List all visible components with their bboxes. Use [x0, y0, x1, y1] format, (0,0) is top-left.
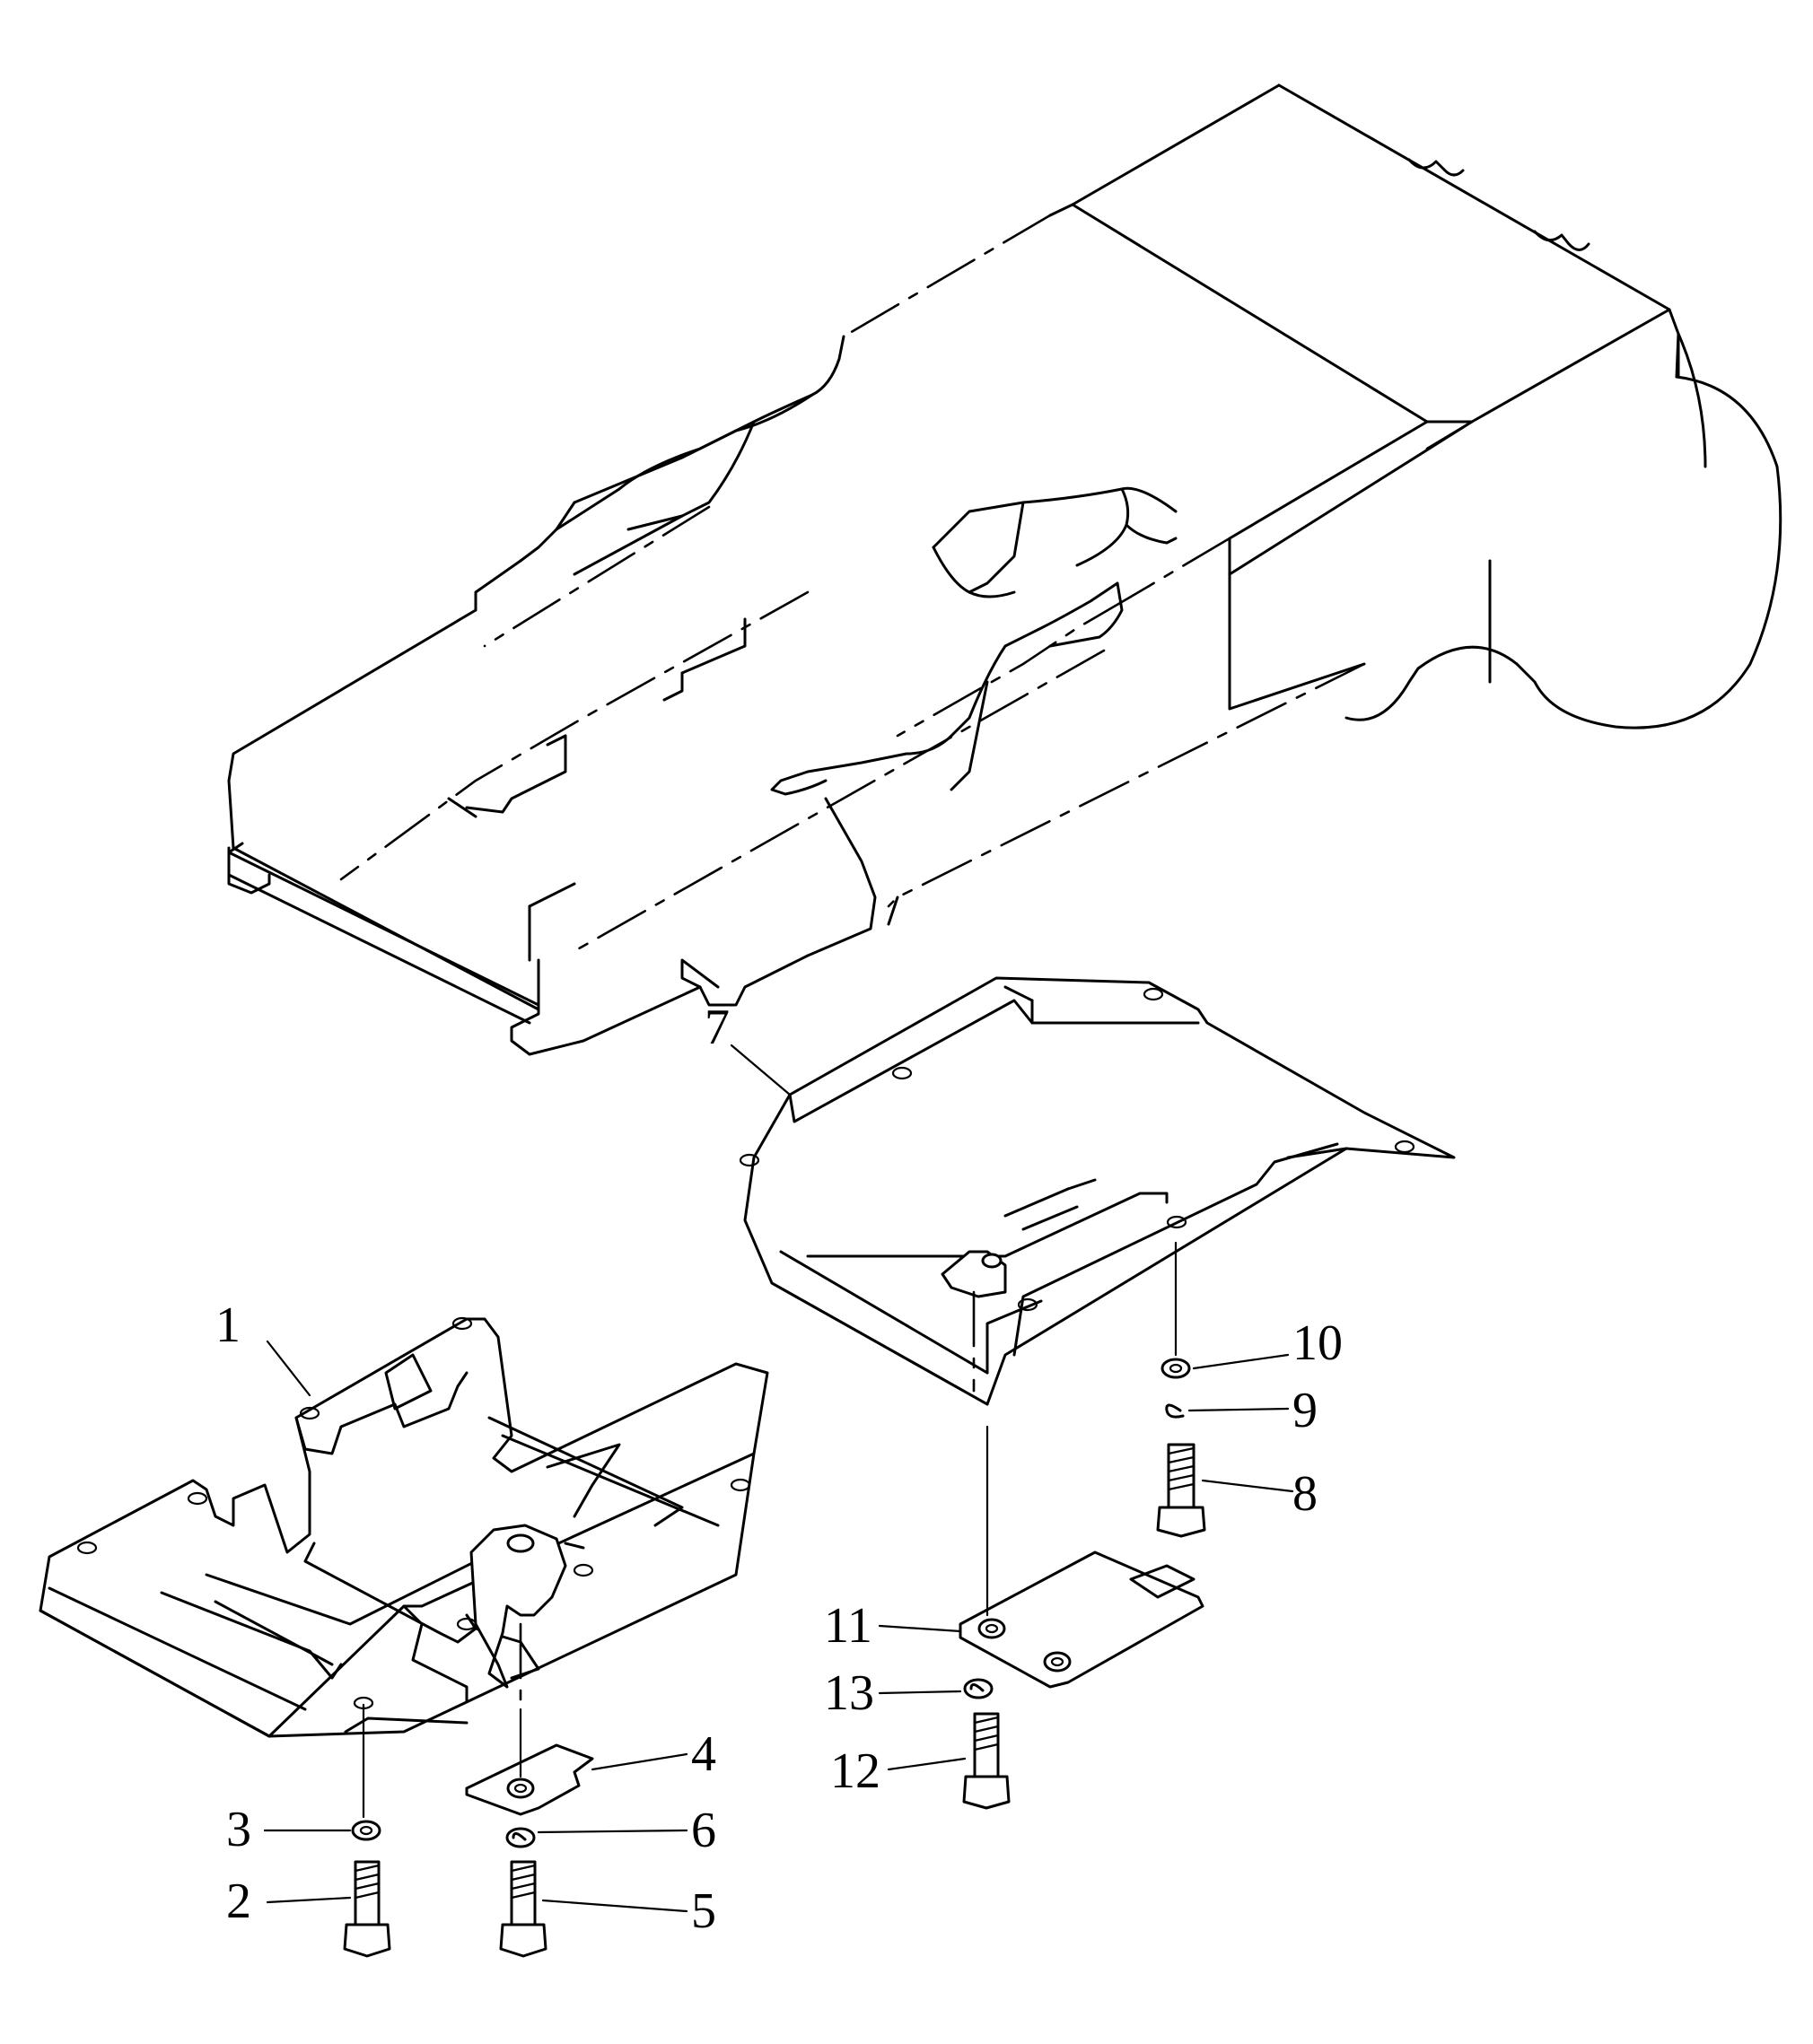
callout-4: 4 [691, 1726, 716, 1782]
bolt-5 [499, 1860, 547, 1958]
callout-6: 6 [691, 1803, 716, 1858]
callout-10: 10 [1292, 1315, 1343, 1371]
callout-9: 9 [1292, 1383, 1318, 1438]
bolt-2 [343, 1860, 391, 1958]
guard-7 [739, 976, 1456, 1406]
cover-plate-right [959, 1550, 1204, 1689]
callout-1: 1 [215, 1297, 241, 1353]
callout-8: 8 [1292, 1466, 1318, 1522]
callout-5: 5 [691, 1883, 716, 1939]
hardware [343, 1358, 1206, 1958]
callout-13: 13 [824, 1665, 874, 1721]
machine-frame [227, 83, 1782, 1056]
callout-7: 7 [705, 1000, 730, 1055]
assembly-lines [362, 1241, 1178, 1819]
bolt-8 [1156, 1443, 1206, 1538]
cover-plate-left [465, 1743, 594, 1816]
guard-1 [39, 1316, 769, 1738]
callout-3: 3 [226, 1802, 251, 1857]
callout-11: 11 [824, 1598, 872, 1654]
leader-lines [263, 1044, 1294, 1913]
callout-12: 12 [830, 1743, 880, 1799]
callout-labels: 1 2 3 4 5 6 7 8 9 10 11 12 13 [215, 1000, 1343, 1939]
callout-2: 2 [226, 1874, 251, 1929]
bolt-12 [962, 1712, 1011, 1810]
